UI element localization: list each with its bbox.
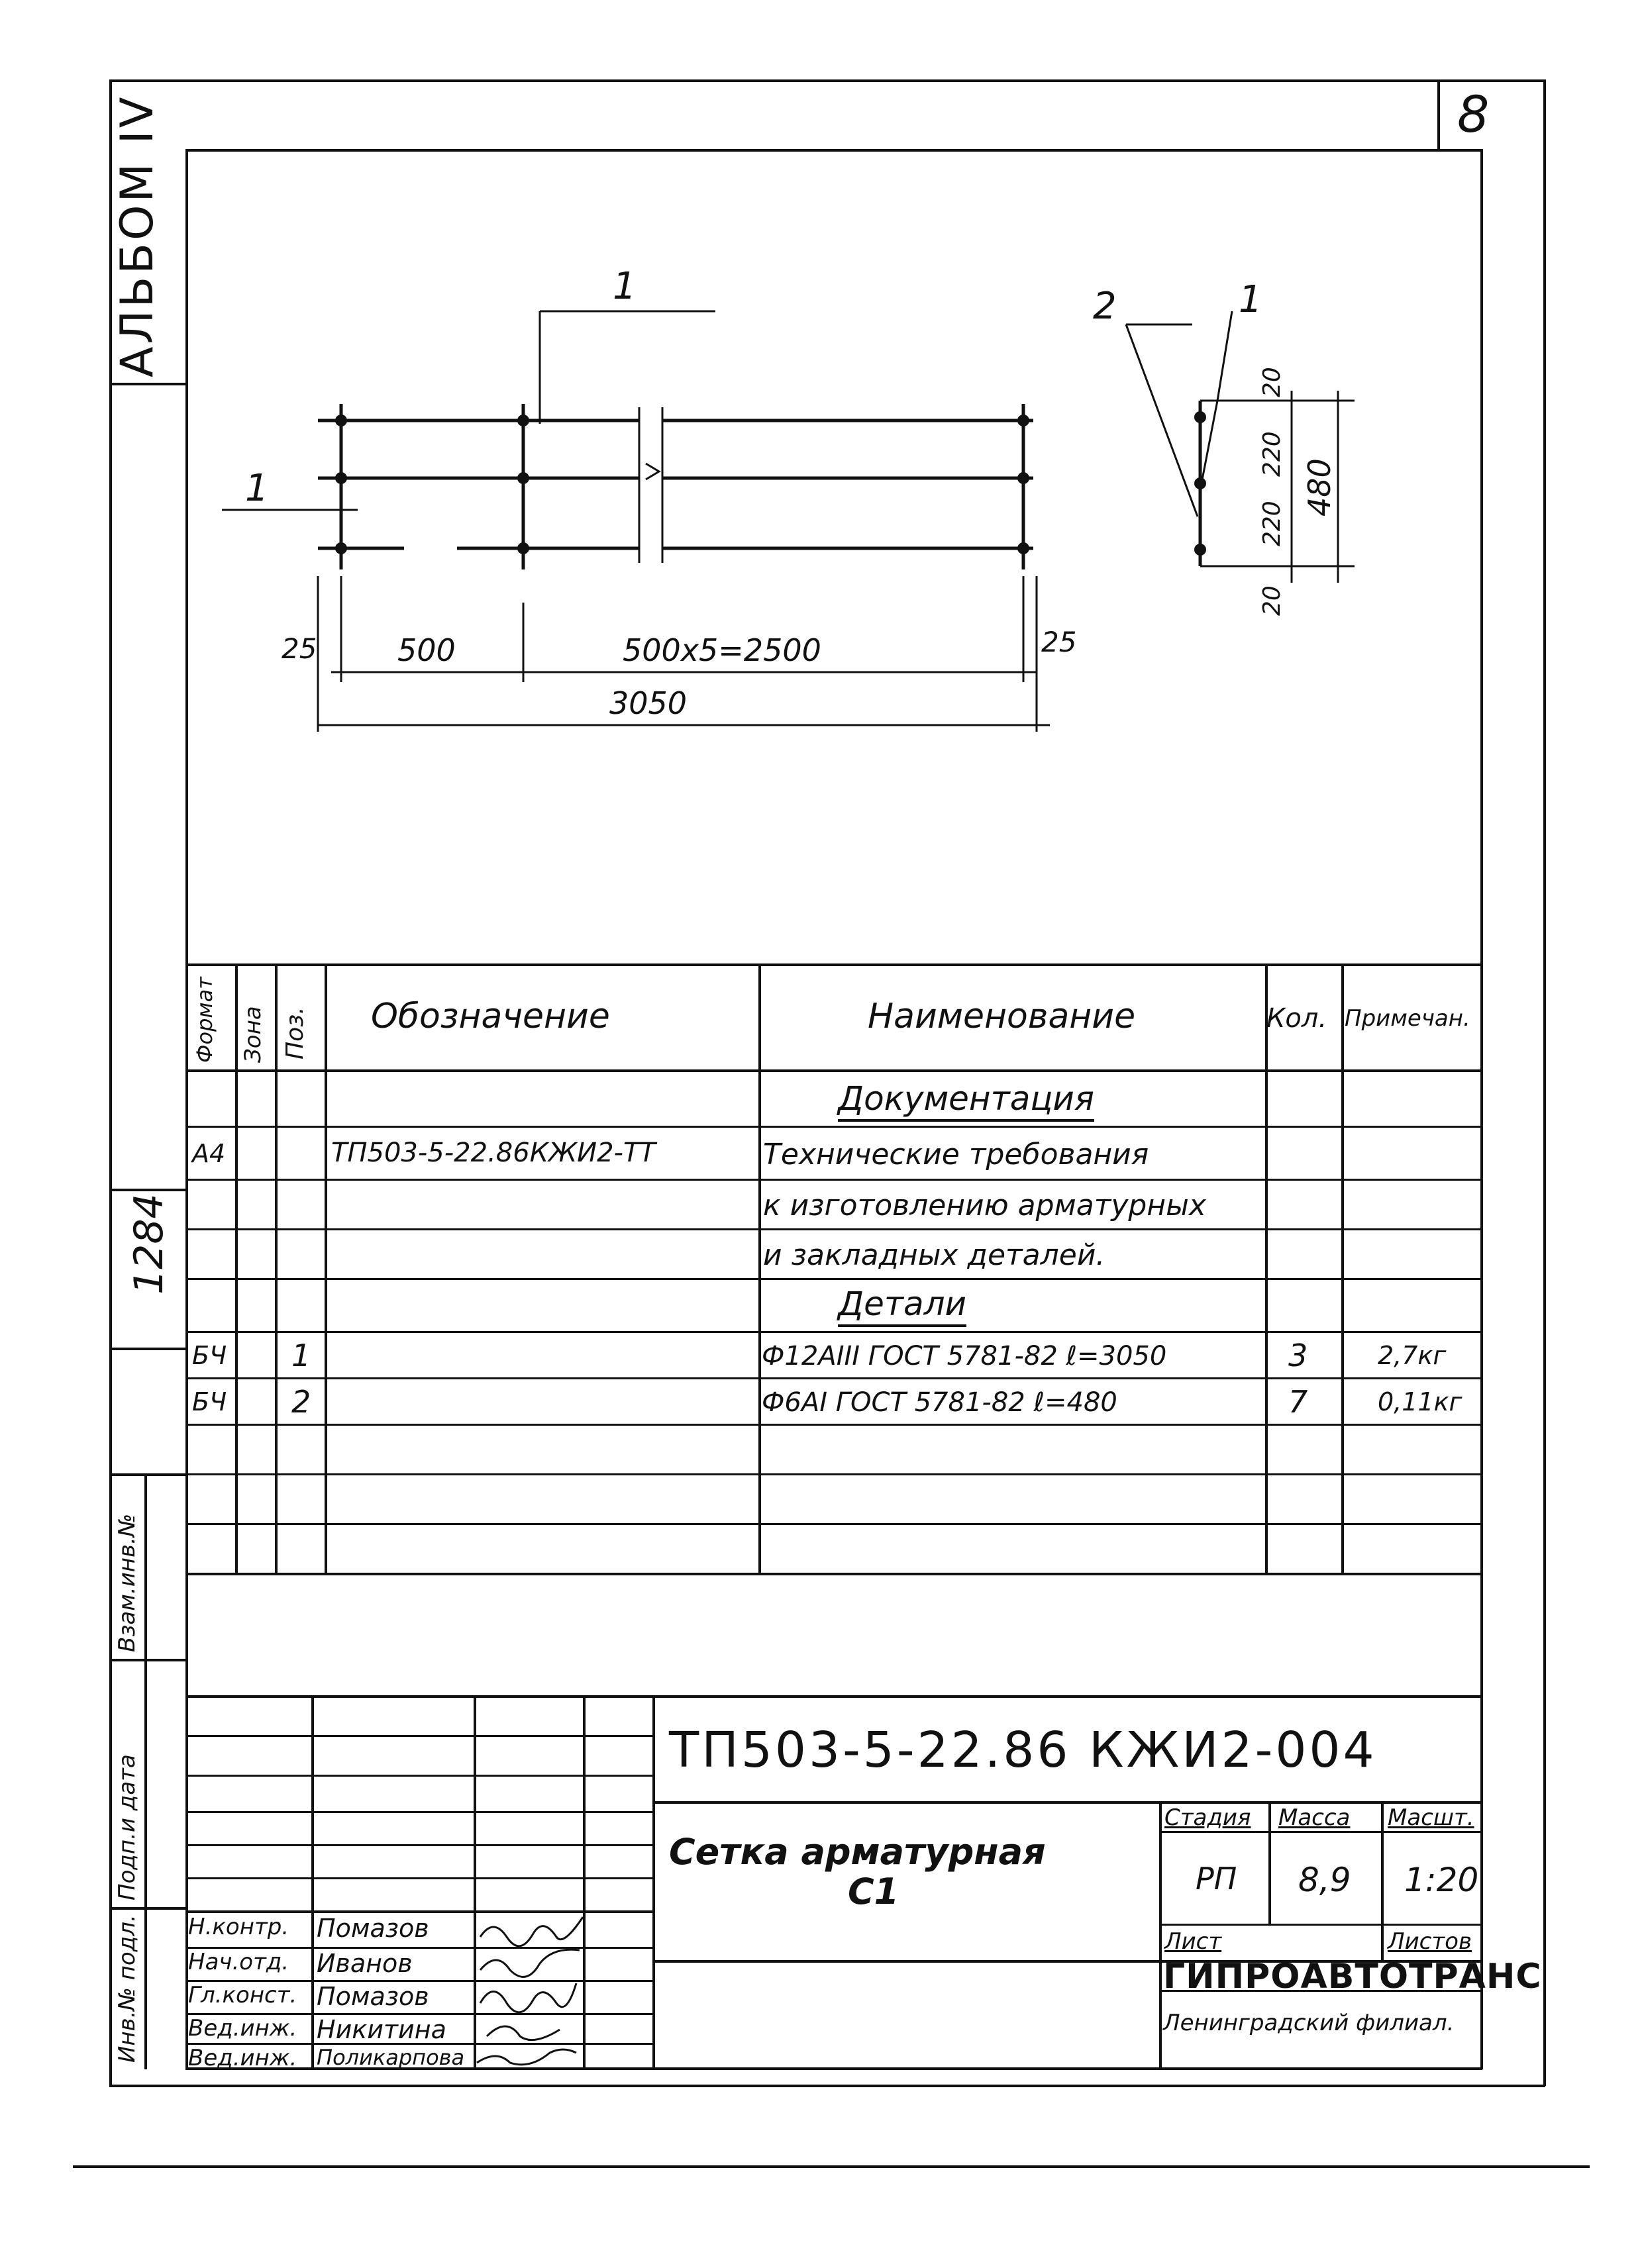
sheet-number: 8: [1457, 85, 1490, 144]
row1-designation: ТП503-5-22.86КЖИ2-ТТ: [331, 1138, 656, 1168]
header-note: Примечан.: [1345, 1005, 1470, 1032]
drawing-title-line1: Сетка арматурная: [669, 1831, 1046, 1873]
stage-header: Стадия: [1164, 1804, 1251, 1831]
header-name: Наименование: [868, 997, 1136, 1036]
outer-frame-top: [109, 79, 1545, 82]
row4-note: 2,7кг: [1378, 1341, 1447, 1370]
mass-header: Масса: [1278, 1804, 1351, 1831]
drawing-title-line2: С1: [848, 1871, 899, 1912]
row5-name: Ф6АI ГОСТ 5781-82 ℓ=480: [762, 1387, 1117, 1418]
role-ved-inzh-1: Вед.инж.: [188, 2015, 297, 2042]
row4-pos: 1: [291, 1338, 311, 1373]
title-block-top: [185, 1695, 1482, 1698]
position-2-label: 2: [1093, 285, 1117, 328]
row5-pos: 2: [291, 1384, 311, 1420]
header-qty: Кол.: [1266, 1003, 1327, 1034]
row5-format: БЧ: [192, 1387, 227, 1416]
header-designation: Обозначение: [371, 997, 610, 1036]
mass-value: 8,9: [1298, 1861, 1351, 1899]
position-1-label-left: 1: [245, 467, 269, 510]
organization-name: ГИПРОАВТОТРАНС: [1163, 1957, 1542, 1997]
name-ved-inzh-2: Поликарпова: [317, 2045, 465, 2070]
section-documentation: Документация: [838, 1079, 1094, 1122]
dim-25-right: 25: [1041, 626, 1077, 658]
row3-name: и закладных деталей.: [763, 1238, 1105, 1272]
outer-frame-bottom: [109, 2085, 1545, 2087]
row4-name: Ф12АIII ГОСТ 5781-82 ℓ=3050: [762, 1341, 1167, 1371]
sheets-label: Листов: [1388, 1928, 1472, 1955]
inner-frame-left: [185, 149, 188, 2069]
outer-frame-right: [1543, 79, 1546, 2086]
section-parts: Детали: [838, 1285, 967, 1327]
inventory-tick-bottom: [109, 1348, 185, 1350]
position-1-label-section: 1: [1239, 278, 1262, 321]
row5-note: 0,11кг: [1378, 1387, 1462, 1416]
row4-qty: 3: [1288, 1338, 1308, 1373]
organization-branch: Ленинградский филиал.: [1163, 2010, 1455, 2036]
spec-bottom-border: [185, 1573, 1482, 1575]
scale-value: 1:20: [1404, 1861, 1479, 1899]
row2-name: к изготовлению арматурных: [763, 1189, 1206, 1222]
spec-top-border: [185, 963, 1482, 966]
dim-3050: 3050: [609, 685, 688, 721]
role-n-kontr: Н.контр.: [188, 1914, 289, 1940]
row5-qty: 7: [1288, 1384, 1308, 1420]
inner-frame-bottom: [185, 2067, 1482, 2070]
sheet-label: Лист: [1164, 1928, 1222, 1955]
role-nach-otd: Нач.отд.: [188, 1949, 289, 1975]
scale-header: Масшт.: [1388, 1804, 1474, 1831]
spec-header-bottom: [185, 1069, 1482, 1072]
inventory-tick-top: [109, 1189, 185, 1191]
row4-format: БЧ: [192, 1341, 227, 1370]
name-nach-otd: Иванов: [317, 1949, 413, 1978]
position-1-label-top: 1: [613, 265, 637, 308]
inner-frame-right: [1480, 149, 1483, 2069]
sheet-number-box-left: [1437, 79, 1440, 149]
outer-frame-left: [109, 79, 112, 2086]
album-label-underline: [109, 383, 185, 385]
name-n-kontr: Помазов: [317, 1914, 429, 1943]
dim-500: 500: [397, 632, 456, 668]
role-ved-inzh-2: Вед.инж.: [188, 2045, 297, 2071]
col-format-border: [235, 963, 238, 1573]
name-gl-konst: Помазов: [317, 1982, 429, 2011]
stage-value: РП: [1196, 1861, 1237, 1897]
role-gl-konst: Гл.конст.: [188, 1982, 297, 2008]
row1-name: Технические требования: [763, 1138, 1149, 1171]
document-code: ТП503-5-22.86 КЖИ2-004: [669, 1722, 1377, 1779]
scan-edge-line: [73, 2165, 1590, 2168]
name-ved-inzh-1: Никитина: [317, 2015, 446, 2044]
dim-500x5: 500x5=2500: [623, 632, 821, 668]
inner-frame-top: [185, 149, 1480, 152]
dim-25-left: 25: [282, 632, 317, 665]
row1-format: А4: [192, 1139, 226, 1168]
